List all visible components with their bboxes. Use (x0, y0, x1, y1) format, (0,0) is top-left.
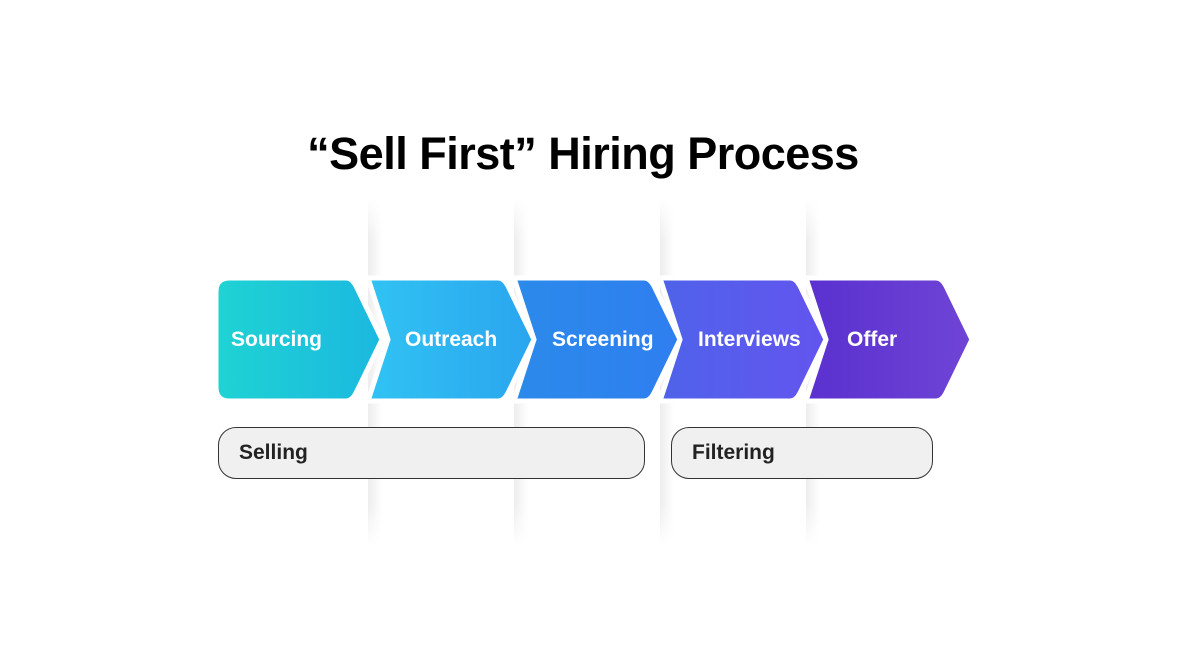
phase-selling: Selling (218, 427, 645, 479)
stage-label-outreach: Outreach (405, 328, 498, 351)
stage-label-offer: Offer (847, 328, 898, 351)
phase-label: Selling (239, 441, 308, 464)
phase-filtering: Filtering (671, 427, 933, 479)
stage-label-sourcing: Sourcing (231, 328, 323, 351)
diagram-title: “Sell First” Hiring Process (307, 128, 859, 179)
stage-label-interviews: Interviews (698, 328, 801, 351)
phase-label: Filtering (692, 441, 775, 464)
stage-arrow-offer (803, 275, 975, 404)
stage-label-screening: Screening (552, 328, 654, 351)
stage-arrow-sourcing (213, 275, 385, 404)
stage-arrow-interviews (657, 275, 829, 404)
stage-arrow-screening (511, 275, 683, 404)
stage-arrow-outreach (365, 275, 537, 404)
